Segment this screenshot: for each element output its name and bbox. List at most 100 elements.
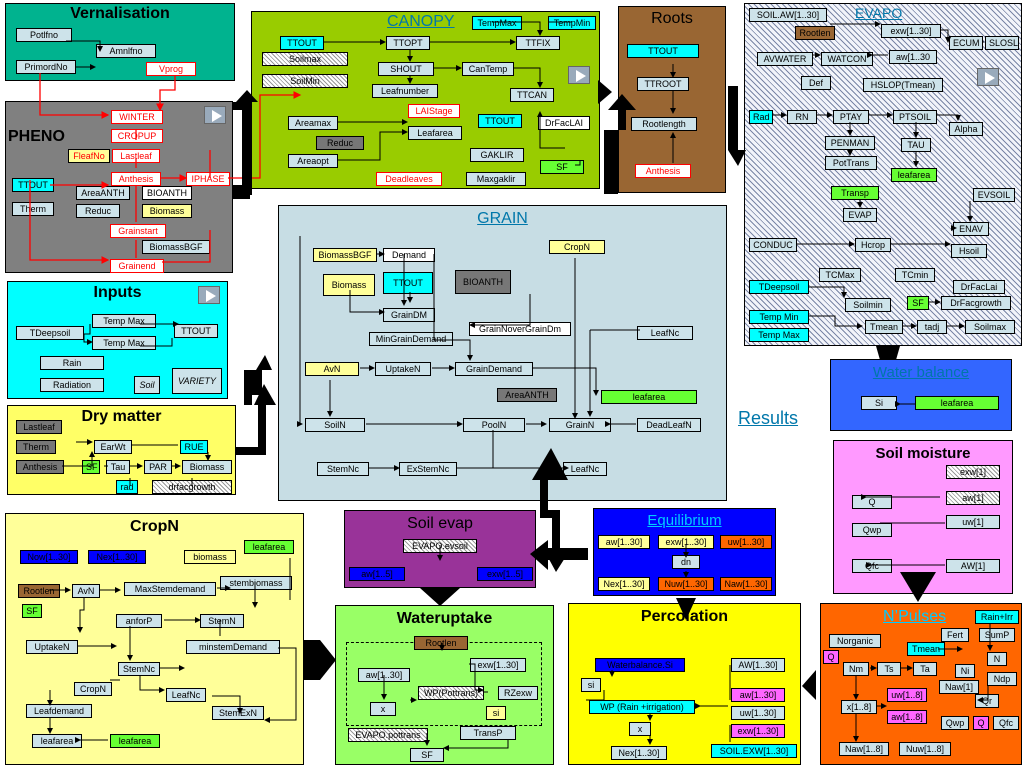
- node-tmean[interactable]: Tmean: [907, 642, 945, 656]
- node-evap[interactable]: EVAP: [843, 208, 877, 222]
- node-cropn[interactable]: CropN: [549, 240, 605, 254]
- node-ttout[interactable]: TTOUT: [12, 178, 54, 192]
- node-rzexw[interactable]: RZexw: [498, 686, 538, 700]
- node-naw[interactable]: Naw[1]: [939, 680, 979, 694]
- node-exstemnc[interactable]: ExStemNc: [399, 462, 457, 476]
- node-transp[interactable]: Transp: [831, 186, 879, 200]
- node-ttopt[interactable]: TTOPT: [386, 36, 430, 50]
- node-qwp[interactable]: Qwp: [941, 716, 969, 730]
- node-areaopt[interactable]: Areaopt: [288, 154, 338, 168]
- node-variety[interactable]: VARIETY: [172, 368, 222, 394]
- node-stemnc[interactable]: StemNc: [118, 662, 160, 676]
- node-hslop[interactable]: HSLOP(Tmean): [863, 78, 943, 92]
- node-rootlen[interactable]: Rootlen: [18, 584, 60, 598]
- node-tadj[interactable]: tadj: [917, 320, 947, 334]
- node-amnlfno[interactable]: Amnlfno: [96, 44, 156, 58]
- node-exw[interactable]: exw[1..30]: [731, 724, 785, 738]
- node-biomassbgf[interactable]: BiomassBGF: [313, 248, 377, 262]
- node-transp[interactable]: TransP: [460, 726, 516, 740]
- node-winter[interactable]: WINTER: [111, 110, 163, 124]
- node-aw[interactable]: aw[1..5]: [349, 567, 405, 581]
- node-exw[interactable]: exw[1..30]: [470, 658, 526, 672]
- node-anthesis[interactable]: Anthesis: [111, 172, 161, 186]
- node-tempmax-1[interactable]: Temp Max: [92, 314, 156, 328]
- node-biomass[interactable]: Biomass: [142, 204, 192, 218]
- node-rn[interactable]: RN: [787, 110, 817, 124]
- node-stemn[interactable]: StemN: [200, 614, 244, 628]
- node-hsoil[interactable]: Hsoil: [951, 244, 987, 258]
- node-ttout-2[interactable]: TTOUT: [478, 114, 522, 128]
- node-ndp[interactable]: Ndp: [987, 672, 1017, 686]
- node-uptaken[interactable]: UptakeN: [375, 362, 431, 376]
- node-aw-2[interactable]: AW[1]: [946, 559, 1000, 573]
- play-icon[interactable]: [204, 106, 226, 124]
- node-dn[interactable]: dn: [672, 555, 700, 569]
- node-soil-exw[interactable]: SOIL.EXW[1..30]: [711, 744, 797, 758]
- node-drfacgrowth[interactable]: drfacgrowth: [152, 480, 232, 494]
- node-soilmax[interactable]: Soilmax: [965, 320, 1015, 334]
- node-deadleaves[interactable]: Deadleaves: [376, 172, 442, 186]
- node-ttout[interactable]: TTOUT: [174, 324, 218, 338]
- node-therm[interactable]: Therm: [12, 202, 54, 216]
- node-soilmin[interactable]: SoilMin: [262, 74, 348, 88]
- node-areaanth[interactable]: AreaANTH: [497, 388, 557, 402]
- node-aw-2[interactable]: aw[1..30]: [731, 688, 785, 702]
- node-rue[interactable]: RUE: [180, 440, 208, 454]
- node-q[interactable]: Q: [852, 495, 892, 509]
- node-sf[interactable]: SF: [22, 604, 42, 618]
- node-exw[interactable]: exw[1..30]: [881, 24, 941, 38]
- node-nex[interactable]: Nex[1..30]: [88, 550, 146, 564]
- node-biomass[interactable]: biomass: [184, 550, 236, 564]
- node-ni[interactable]: Ni: [955, 664, 975, 678]
- node-ttout[interactable]: TTOUT: [627, 44, 699, 58]
- node-rad[interactable]: Rad: [749, 110, 773, 124]
- node-tdeepsoil[interactable]: TDeepsoil: [16, 326, 84, 340]
- node-tcmin[interactable]: TCmin: [895, 268, 935, 282]
- node-tcmax[interactable]: TCMax: [819, 268, 861, 282]
- node-anthesis[interactable]: Anthesis: [16, 460, 64, 474]
- node-norganic[interactable]: Norganic: [829, 634, 881, 648]
- node-shout[interactable]: SHOUT: [378, 62, 434, 76]
- node-si[interactable]: si: [486, 706, 506, 720]
- node-ttfix[interactable]: TTFIX: [516, 36, 560, 50]
- node-tau[interactable]: TAU: [901, 138, 931, 152]
- node-maxstemdemand[interactable]: MaxStemdemand: [124, 582, 216, 596]
- node-evsoil[interactable]: EVSOIL: [973, 188, 1015, 202]
- node-sf[interactable]: SF: [82, 460, 100, 474]
- node-stemexn[interactable]: StemExN: [212, 706, 264, 720]
- node-par[interactable]: PAR: [144, 460, 172, 474]
- node-iphase[interactable]: IPHASE: [186, 172, 230, 186]
- node-waterbalance-si[interactable]: Waterbalance.Si: [595, 658, 685, 672]
- node-qr[interactable]: Qr: [975, 694, 999, 708]
- node-cropup[interactable]: CROPUP: [111, 129, 163, 143]
- node-aw[interactable]: aw[1]: [946, 491, 1000, 505]
- node-avn[interactable]: AvN: [72, 584, 100, 598]
- node-graindemand[interactable]: GrainDemand: [455, 362, 533, 376]
- results-link[interactable]: Results: [738, 408, 799, 428]
- node-soilmax[interactable]: Soilmax: [262, 52, 348, 66]
- node-ecum[interactable]: ECUM: [949, 36, 983, 50]
- node-rootlength[interactable]: Rootlength: [631, 117, 697, 131]
- node-tempmax[interactable]: Temp Max: [749, 328, 809, 342]
- node-radiation[interactable]: Radiation: [40, 378, 104, 392]
- node-ta[interactable]: Ta: [913, 662, 937, 676]
- node-tempmax[interactable]: TempMax: [472, 16, 522, 30]
- node-bioanth[interactable]: BIOANTH: [142, 186, 192, 200]
- node-aw[interactable]: aw[1..30]: [358, 668, 410, 682]
- node-rad[interactable]: rad: [116, 480, 138, 494]
- node-x[interactable]: x: [629, 722, 651, 736]
- node-graindm[interactable]: GrainDM: [383, 308, 435, 322]
- node-deadleafn[interactable]: DeadLeafN: [637, 418, 701, 432]
- node-avwater[interactable]: AVWATER: [757, 52, 813, 66]
- node-conduc[interactable]: CONDUC: [749, 238, 797, 252]
- node-uw[interactable]: uw[1]: [946, 515, 1000, 529]
- node-rootlen[interactable]: Rootlen: [795, 26, 835, 40]
- node-areaanth[interactable]: AreaANTH: [76, 186, 130, 200]
- node-stemnc[interactable]: StemNc: [317, 462, 369, 476]
- node-leafarea[interactable]: leafarea: [244, 540, 294, 554]
- node-pooln[interactable]: PoolN: [463, 418, 525, 432]
- node-leafarea[interactable]: Leafarea: [408, 126, 462, 140]
- node-maxgaklir[interactable]: Maxgaklir: [466, 172, 526, 186]
- node-hcrop[interactable]: Hcrop: [855, 238, 891, 252]
- node-potlfno[interactable]: Potlfno: [16, 28, 72, 42]
